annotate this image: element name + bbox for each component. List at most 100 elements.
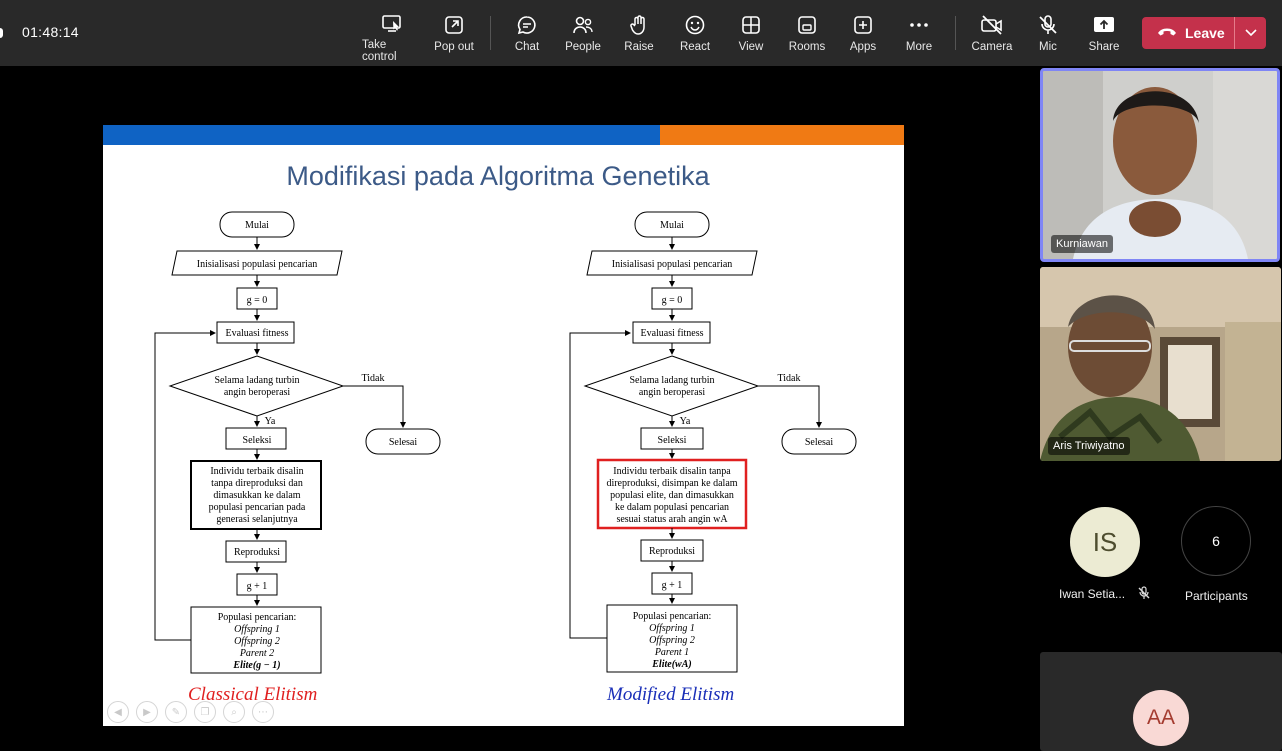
leave-divider (1234, 17, 1235, 49)
people-button[interactable]: People (563, 14, 603, 58)
svg-text:Offspring 1: Offspring 1 (649, 623, 695, 634)
svg-text:Populasi pencarian:: Populasi pencarian: (218, 612, 297, 623)
svg-text:Parent 1: Parent 1 (654, 647, 689, 658)
chat-button[interactable]: Chat (512, 14, 542, 58)
classical-condition-node (168, 355, 345, 417)
svg-text:ke dalam populasi pencarian: ke dalam populasi pencarian (615, 502, 729, 513)
meeting-timer: 01:48:14 (22, 24, 79, 40)
chevron-down-icon (1244, 24, 1258, 42)
participant-video-aris[interactable]: Aris Triwiyatno (1040, 267, 1281, 461)
svg-text:Selama ladang turbin: Selama ladang turbin (215, 375, 300, 386)
toolbar-divider (490, 16, 491, 50)
modified-end-node (781, 428, 857, 455)
take-control-icon (381, 14, 403, 34)
svg-text:Selama ladang turbin: Selama ladang turbin (630, 375, 715, 386)
pen-icon[interactable]: ✎ (165, 701, 187, 723)
plus-icon (852, 14, 874, 36)
smiley-icon (684, 14, 706, 36)
participants-count-label: Participants (1185, 589, 1248, 603)
classical-elite-node (190, 460, 322, 530)
slide-header-bar-orange (660, 125, 904, 145)
svg-text:Populasi pencarian:: Populasi pencarian: (633, 611, 712, 622)
previous-slide-icon[interactable]: ◀ (107, 701, 129, 723)
view-button[interactable]: View (736, 14, 766, 58)
svg-text:Elite(g − 1): Elite(g − 1) (232, 660, 280, 671)
chat-icon (516, 14, 538, 36)
svg-text:generasi selanjutnya: generasi selanjutnya (216, 514, 298, 525)
pop-out-icon (443, 14, 465, 36)
participants-count-button[interactable]: 6 (1181, 506, 1251, 576)
more-button[interactable]: More (903, 14, 935, 58)
phone-hangup-icon (1157, 25, 1177, 41)
mic-off-icon (1037, 14, 1059, 36)
leave-button-group: Leave (1142, 17, 1266, 49)
leave-options-button[interactable] (1235, 17, 1266, 49)
slide-header-bar-blue (103, 125, 660, 145)
modified-condition-node (583, 355, 760, 417)
svg-text:g = 0: g = 0 (662, 295, 683, 306)
share-icon (1092, 14, 1116, 36)
recording-indicator (0, 28, 3, 38)
classical-population-node (190, 606, 322, 674)
participant-name-kurniawan: Kurniawan (1051, 235, 1113, 253)
svg-text:angin beroperasi: angin beroperasi (639, 387, 706, 398)
participant-video-kurniawan[interactable]: Kurniawan (1040, 68, 1280, 262)
svg-text:populasi elite, dan dimasukkan: populasi elite, dan dimasukkan (610, 490, 734, 501)
leave-button[interactable]: Leave (1142, 17, 1234, 49)
modified-elitism-caption: Modified Elitism (607, 684, 735, 705)
svg-text:Ya: Ya (265, 416, 276, 427)
hand-icon (628, 14, 650, 36)
svg-text:Mulai: Mulai (660, 220, 684, 231)
meeting-toolbar: 01:48:14 Take control Pop out Chat Peopl… (0, 0, 1282, 66)
raise-hand-button[interactable]: Raise (623, 14, 655, 58)
svg-text:tanpa direproduksi dan: tanpa direproduksi dan (211, 478, 303, 489)
mic-button[interactable]: Mic (1036, 14, 1060, 58)
classical-select-node (225, 427, 287, 450)
modified-population-node (606, 604, 738, 673)
svg-text:g + 1: g + 1 (662, 580, 683, 591)
svg-text:Offspring 1: Offspring 1 (234, 624, 280, 635)
flowchart-diagrams: Mulai Inisialisasi populasi pencarian g … (154, 211, 857, 674)
svg-text:Selesai: Selesai (805, 437, 834, 448)
svg-text:Inisialisasi populasi pencaria: Inisialisasi populasi pencarian (612, 259, 733, 270)
svg-text:Offspring 2: Offspring 2 (234, 636, 280, 647)
grid-view-icon (740, 14, 762, 36)
svg-text:Individu terbaik disalin tanpa: Individu terbaik disalin tanpa (613, 466, 731, 477)
people-icon (571, 14, 595, 36)
take-control-button[interactable]: Take control (362, 14, 422, 63)
svg-text:g + 1: g + 1 (247, 581, 268, 592)
react-button[interactable]: React (679, 14, 711, 58)
modified-flowchart (569, 211, 857, 673)
copy-icon[interactable]: ❐ (194, 701, 216, 723)
modified-elite-node (596, 458, 748, 530)
svg-text:Selesai: Selesai (389, 437, 418, 448)
pop-out-button[interactable]: Pop out (432, 14, 476, 58)
share-button[interactable]: Share (1088, 14, 1120, 58)
modified-flowchart-text: Mulai Inisialisasi populasi pencarian g … (606, 220, 833, 670)
svg-text:g = 0: g = 0 (247, 295, 268, 306)
more-icon[interactable]: ⋯ (252, 701, 274, 723)
rooms-button[interactable]: Rooms (788, 14, 826, 58)
apps-button[interactable]: Apps (848, 14, 878, 58)
svg-text:Tidak: Tidak (362, 373, 385, 384)
svg-text:angin beroperasi: angin beroperasi (224, 387, 291, 398)
zoom-icon[interactable]: ⌕ (223, 701, 245, 723)
svg-text:dimasukkan ke dalam: dimasukkan ke dalam (213, 490, 300, 501)
presentation-slide: Modifikasi pada Algoritma Genetika (103, 125, 904, 726)
avatar-iwan[interactable]: IS (1070, 507, 1140, 577)
video-feed-kurniawan (1043, 71, 1277, 259)
svg-text:Offspring 2: Offspring 2 (649, 635, 695, 646)
classical-end-node (365, 428, 441, 455)
avatar-aa: AA (1133, 690, 1189, 746)
svg-text:Inisialisasi populasi pencaria: Inisialisasi populasi pencarian (197, 259, 318, 270)
svg-text:Mulai: Mulai (245, 220, 269, 231)
svg-text:populasi pencarian pada: populasi pencarian pada (209, 502, 306, 513)
camera-off-icon (980, 14, 1004, 36)
svg-text:Elite(wA): Elite(wA) (651, 659, 691, 670)
svg-text:Individu terbaik disalin: Individu terbaik disalin (210, 466, 303, 477)
camera-button[interactable]: Camera (971, 14, 1013, 58)
classical-init-node (171, 250, 343, 276)
next-slide-icon[interactable]: ▶ (136, 701, 158, 723)
modified-init-node (586, 250, 758, 276)
svg-text:Evaluasi fitness: Evaluasi fitness (640, 328, 703, 339)
